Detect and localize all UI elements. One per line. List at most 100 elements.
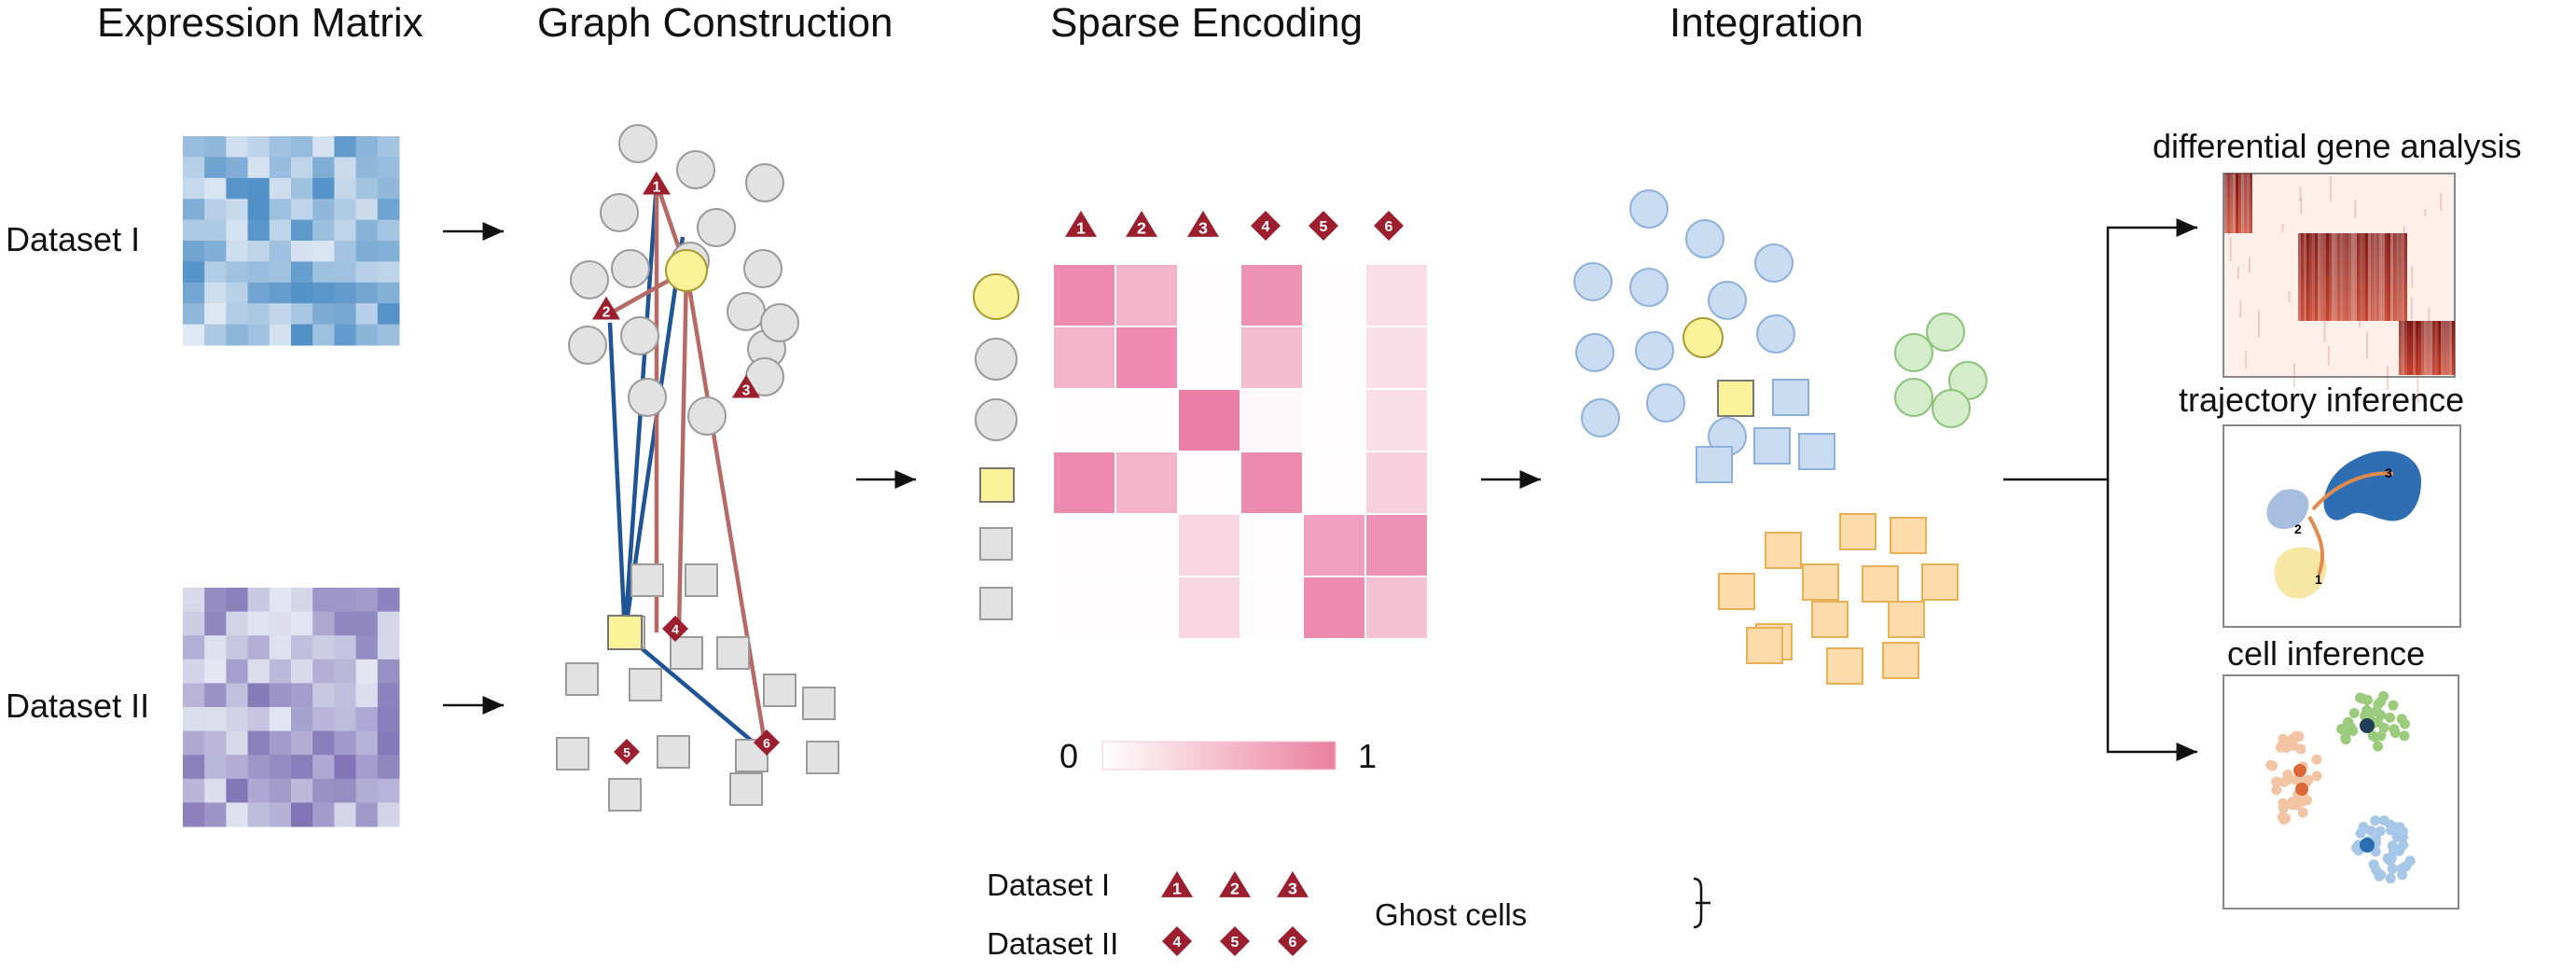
scatter-dot: [2346, 722, 2357, 733]
heat-stripe: [2362, 233, 2365, 321]
matrix-cell: [355, 177, 379, 200]
matrix-cell: [269, 755, 292, 780]
matrix-cell: [312, 136, 335, 158]
colorbar: [1101, 741, 1336, 771]
matrix-cell: [291, 730, 313, 756]
colorbar-min-label: 0: [1059, 737, 1079, 775]
heat-noise: [2440, 192, 2443, 211]
matrix-cell: [269, 136, 292, 158]
integrated-orange-square: [1882, 642, 1919, 679]
matrix-cell: [226, 588, 249, 613]
scatter-dot: [2375, 826, 2386, 837]
heat-stripe: [2404, 233, 2407, 321]
matrix-cell: [377, 219, 400, 242]
encoding-cell: [1304, 577, 1364, 638]
heat-stripe: [2365, 233, 2368, 321]
ghost-marker-2: [592, 296, 620, 320]
matrix-cell: [312, 303, 335, 326]
title-sparse-encoding: Sparse Encoding: [1050, 0, 1364, 46]
heat-stripe: [2318, 233, 2320, 321]
legend-marker-1: [1161, 870, 1193, 897]
heat-stripe: [2351, 233, 2354, 321]
scatter-dot: [2399, 730, 2410, 742]
heat-noise: [2344, 287, 2347, 302]
heat-stripe: [2435, 321, 2438, 375]
matrix-cell: [334, 219, 357, 242]
heat-stripe: [2393, 233, 2396, 321]
heat-noise: [2359, 306, 2361, 327]
legend-marker-5-label: 5: [1231, 935, 1240, 951]
heat-stripe: [2452, 321, 2455, 375]
matrix-cell: [183, 199, 205, 221]
encoding-cell: [1366, 265, 1427, 326]
encoding-cell: [1116, 390, 1177, 451]
heat-stripe: [2233, 174, 2236, 233]
encoding-cell: [1054, 327, 1115, 388]
heat-stripe: [2329, 233, 2332, 321]
matrix-cell: [377, 324, 400, 346]
matrix-cell: [355, 324, 379, 346]
matrix-cell: [204, 136, 227, 158]
integrated-orange-square: [1811, 601, 1849, 638]
graph-cell-square: [670, 636, 703, 670]
heat-stripe: [2424, 321, 2427, 375]
encoding-cell: [1116, 327, 1177, 388]
graph-cell-circle: [697, 208, 736, 247]
scatter-dot: [2287, 737, 2298, 748]
matrix-cell: [269, 588, 292, 613]
matrix-cell: [247, 324, 270, 346]
integration-clusters: [1573, 189, 1987, 685]
encoding-cell: [1179, 577, 1240, 638]
matrix-cell: [355, 282, 379, 304]
heat-stripe: [2244, 174, 2247, 233]
heat-stripe: [2337, 233, 2340, 321]
matrix-cell: [247, 730, 270, 756]
heat-noise: [2246, 175, 2249, 197]
matrix-cell: [291, 659, 313, 684]
panel-title-cell: cell inference: [2227, 634, 2426, 673]
heat-stripe: [2306, 233, 2309, 321]
integrated-orange-square: [1888, 601, 1925, 638]
heat-noise: [2403, 226, 2405, 251]
heat-stripe: [2410, 321, 2413, 375]
matrix-cell: [334, 778, 357, 803]
integrated-orange-square: [1826, 647, 1863, 685]
matrix-cell: [377, 778, 400, 803]
heat-stripe: [2250, 174, 2252, 233]
legend-marker-3-label: 3: [1288, 880, 1297, 898]
matrix-cell: [269, 707, 292, 732]
heat-stripe: [2388, 233, 2390, 321]
integrated-blue-circle: [1708, 281, 1747, 320]
matrix-cell: [355, 199, 379, 221]
matrix-cell: [204, 588, 227, 613]
matrix-cell: [312, 707, 335, 732]
scatter-dot: [2370, 815, 2381, 826]
differential-gene-panel: [2223, 173, 2456, 404]
encoding-cell: [1116, 515, 1177, 576]
matrix-cell: [355, 778, 379, 803]
encoding-cell: [1179, 390, 1240, 451]
matrix-cell: [312, 282, 335, 304]
heat-noise: [2393, 267, 2396, 283]
scatter-dot: [2294, 795, 2306, 806]
integrated-blue-circle: [1573, 262, 1613, 301]
encoding-header-1-label: 1: [1076, 219, 1086, 238]
matrix-cell: [204, 177, 227, 200]
encoding-cell: [1241, 390, 1302, 451]
matrix-cell: [226, 755, 249, 780]
matrix-cell: [269, 611, 292, 636]
encoding-header-6: [1374, 211, 1404, 241]
encoding-header-3: [1187, 210, 1219, 237]
scatter-dot: [2401, 860, 2412, 871]
scatter-dot: [2368, 859, 2379, 870]
graph-cell-circle: [570, 260, 609, 299]
heat-noise: [2334, 236, 2337, 251]
matrix-cell: [312, 802, 335, 827]
legend-dataset-2: Dataset II: [987, 926, 1119, 961]
matrix-cell: [183, 802, 205, 827]
ghost-marker-6-label: 6: [763, 735, 770, 750]
cell-marker-orange-1: [2293, 764, 2306, 777]
ghost-marker-5-label: 5: [623, 744, 630, 759]
matrix-cell: [334, 282, 357, 304]
